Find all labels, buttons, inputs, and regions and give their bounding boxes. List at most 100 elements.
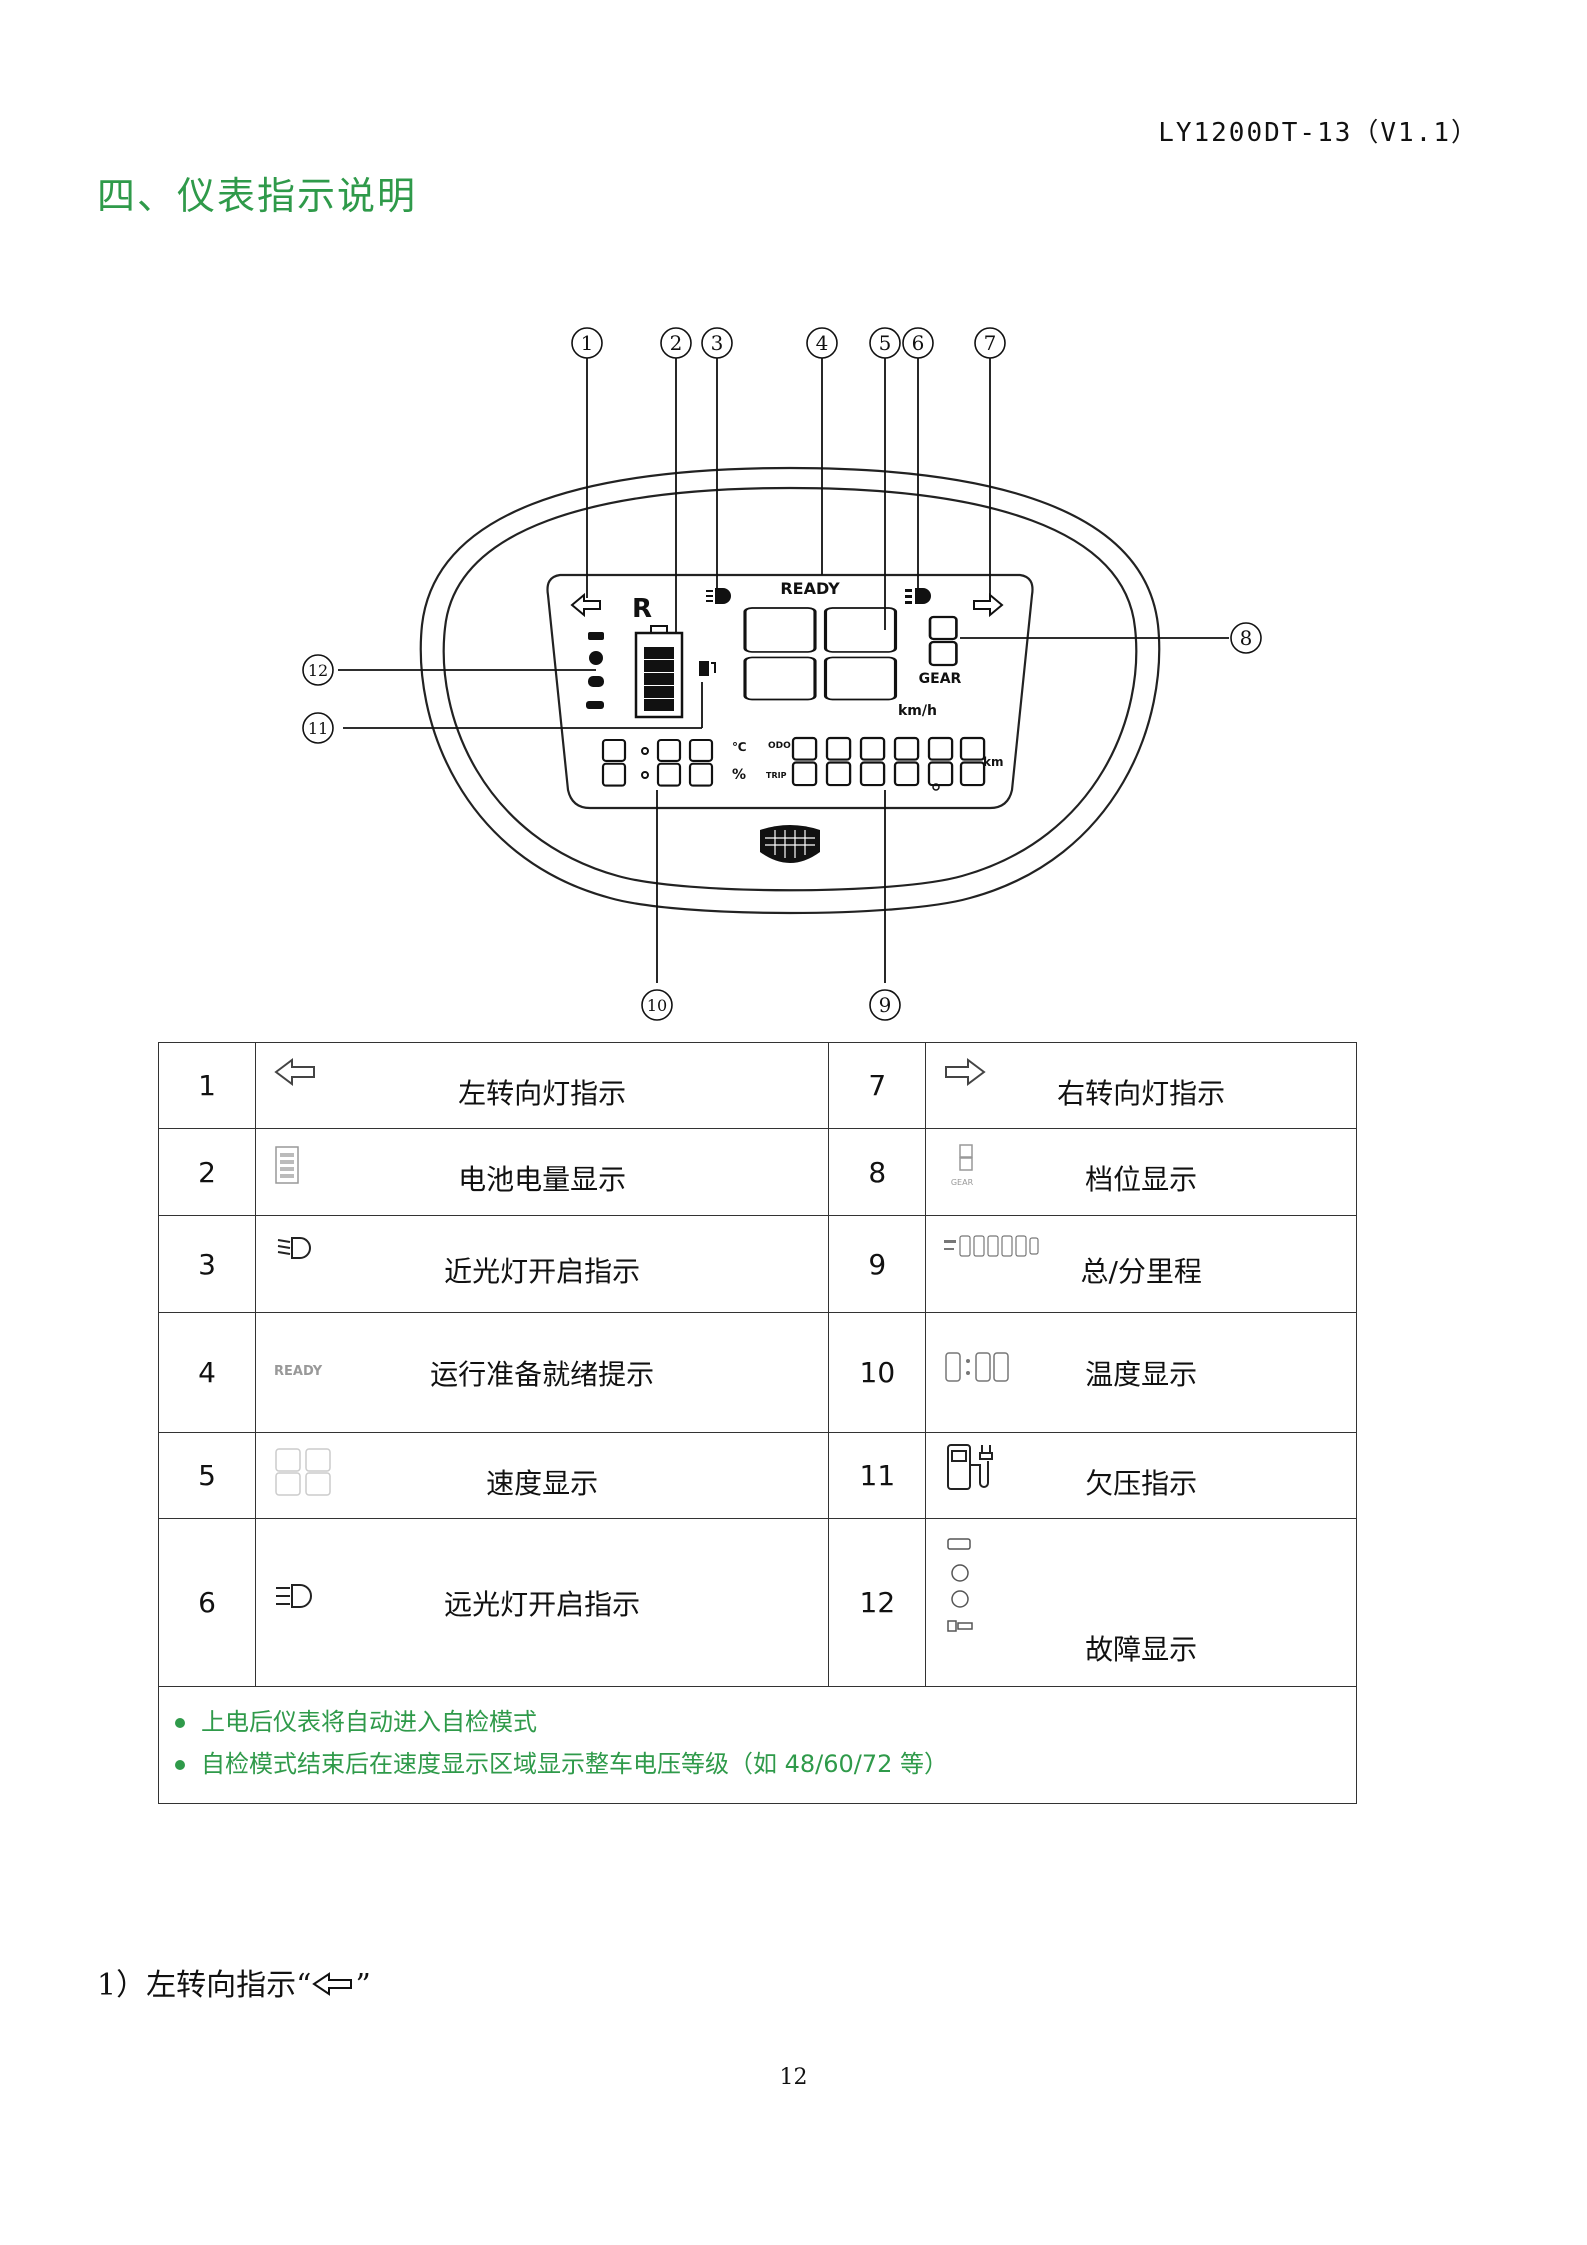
lcd-reverse-label: R — [632, 594, 652, 624]
lcd-km-unit: km — [983, 755, 1003, 769]
odometer-icon — [944, 1235, 1039, 1257]
notes-cell: 上电后仪表将自动进入自检模式 自检模式结束后在速度显示区域显示整车电压等级（如 … — [158, 1686, 1357, 1804]
page-number: 12 — [779, 2065, 808, 2090]
lcd-temp-unit: ℃ — [732, 740, 747, 754]
callout-6: 6 — [902, 327, 934, 359]
callout-2: 2 — [660, 327, 692, 359]
item-number: 12 — [828, 1518, 927, 1687]
item-label: 档位显示 — [1085, 1163, 1198, 1196]
left-arrow-icon — [274, 1058, 315, 1086]
svg-text:4: 4 — [816, 331, 829, 355]
svg-text:8: 8 — [1240, 626, 1253, 650]
brand-logo — [760, 825, 820, 863]
item-label: 速度显示 — [486, 1466, 599, 1500]
item-label: 总/分里程 — [1080, 1255, 1202, 1288]
svg-text:1: 1 — [581, 331, 594, 355]
gear-digit-icon: GEAR — [951, 1144, 974, 1187]
left-arrow-icon — [312, 1972, 353, 1996]
svg-text:10: 10 — [647, 996, 667, 1015]
ready-icon: READY — [274, 1364, 323, 1379]
item-label: 左转向灯指示 — [458, 1076, 627, 1110]
item-label: 温度显示 — [1085, 1357, 1198, 1391]
item-description: 远光灯开启指示 — [254, 1518, 830, 1687]
item-number: 4 — [158, 1312, 256, 1433]
lcd-right-arrow-icon — [973, 592, 1004, 618]
lcd-gear-label: GEAR — [919, 671, 962, 687]
lcd-trip-label: TRIP — [766, 771, 787, 780]
item-number: 11 — [828, 1432, 927, 1519]
item-description: 近光灯开启指示 — [254, 1215, 830, 1313]
lcd-speed-digits — [743, 607, 898, 701]
svg-text:READY: READY — [274, 1364, 323, 1379]
callout-10: 10 — [641, 989, 673, 1021]
item-label: 运行准备就绪提示 — [430, 1357, 655, 1391]
item-label: 近光灯开启指示 — [444, 1255, 641, 1288]
callout-8: 8 — [1230, 622, 1262, 654]
item-label: 电池电量显示 — [458, 1163, 627, 1196]
table-row: 2 电池电量显示 8 GEAR 档位显示 — [158, 1128, 1357, 1216]
charging-pump-icon — [947, 1444, 994, 1490]
svg-text:3: 3 — [711, 331, 724, 355]
svg-text:2: 2 — [670, 331, 683, 355]
item-description: 总/分里程 — [925, 1215, 1357, 1313]
item-description: 电池电量显示 — [254, 1128, 830, 1216]
fault-icons — [947, 1538, 974, 1632]
svg-text:12: 12 — [308, 661, 328, 680]
svg-text:11: 11 — [308, 719, 328, 738]
lcd-gear-digit — [928, 615, 958, 667]
subsection-suffix: ” — [355, 1968, 371, 2003]
high-beam-icon — [276, 1584, 312, 1608]
callout-11: 11 — [302, 712, 334, 744]
callout-9: 9 — [869, 989, 901, 1021]
table-row: 1 左转向灯指示 7 右转向灯指示 — [158, 1042, 1357, 1129]
item-description: 欠压指示 — [925, 1432, 1357, 1519]
subsection-prefix: 1）左转向指示“ — [97, 1968, 312, 2003]
lcd-left-arrow-icon — [570, 592, 601, 618]
table-row: 5 速度显示 11 欠压指示 — [158, 1432, 1357, 1519]
item-number: 8 — [828, 1128, 927, 1216]
item-number: 7 — [828, 1042, 927, 1129]
svg-text:7: 7 — [984, 331, 997, 355]
item-number: 10 — [828, 1312, 927, 1433]
note-item: 上电后仪表将自动进入自检模式 — [175, 1701, 1356, 1743]
speed-digits-icon — [275, 1448, 331, 1496]
callout-12: 12 — [302, 654, 334, 686]
note-text: 自检模式结束后在速度显示区域显示整车电压等级（如 48/60/72 等） — [201, 1750, 949, 1778]
svg-text:GEAR: GEAR — [951, 1178, 974, 1187]
item-description: 故障显示 — [925, 1518, 1357, 1687]
item-number: 5 — [158, 1432, 256, 1519]
item-number: 6 — [158, 1518, 256, 1687]
svg-text:5: 5 — [879, 331, 892, 355]
temperature-display-icon — [945, 1352, 1010, 1382]
table-row: 4 READY 运行准备就绪提示 10 温度显示 — [158, 1312, 1357, 1433]
item-label: 欠压指示 — [1085, 1466, 1198, 1500]
item-number: 2 — [158, 1128, 256, 1216]
item-description: 温度显示 — [925, 1312, 1357, 1433]
item-description: 右转向灯指示 — [925, 1042, 1357, 1129]
dashboard-diagram: READY R GEAR km/h ℃ % ODO TRIP km — [302, 327, 1262, 1021]
lcd-ready-label: READY — [780, 579, 840, 598]
svg-text:6: 6 — [912, 331, 925, 355]
item-description: 速度显示 — [254, 1432, 830, 1519]
item-number: 3 — [158, 1215, 256, 1313]
item-description: READY 运行准备就绪提示 — [254, 1312, 830, 1433]
item-label: 远光灯开启指示 — [444, 1587, 641, 1621]
svg-text:9: 9 — [879, 993, 892, 1017]
callout-3: 3 — [701, 327, 733, 359]
item-description: 左转向灯指示 — [254, 1042, 830, 1129]
section-title: 四、仪表指示说明 — [97, 174, 418, 218]
note-item: 自检模式结束后在速度显示区域显示整车电压等级（如 48/60/72 等） — [175, 1743, 1356, 1785]
note-text: 上电后仪表将自动进入自检模式 — [201, 1708, 537, 1736]
bullet-icon — [175, 1718, 185, 1728]
item-label: 右转向灯指示 — [1057, 1076, 1226, 1110]
document-code: LY1200DT-13（V1.1） — [1158, 118, 1479, 148]
battery-icon — [275, 1146, 299, 1184]
bullet-icon — [175, 1760, 185, 1770]
right-arrow-icon — [945, 1058, 986, 1086]
callout-7: 7 — [974, 327, 1006, 359]
callout-4: 4 — [806, 327, 838, 359]
subsection-heading: 1）左转向指示“ ” — [97, 1960, 371, 2004]
item-description: GEAR 档位显示 — [925, 1128, 1357, 1216]
item-label: 故障显示 — [1085, 1632, 1198, 1666]
lcd-temp-digits — [601, 738, 714, 787]
